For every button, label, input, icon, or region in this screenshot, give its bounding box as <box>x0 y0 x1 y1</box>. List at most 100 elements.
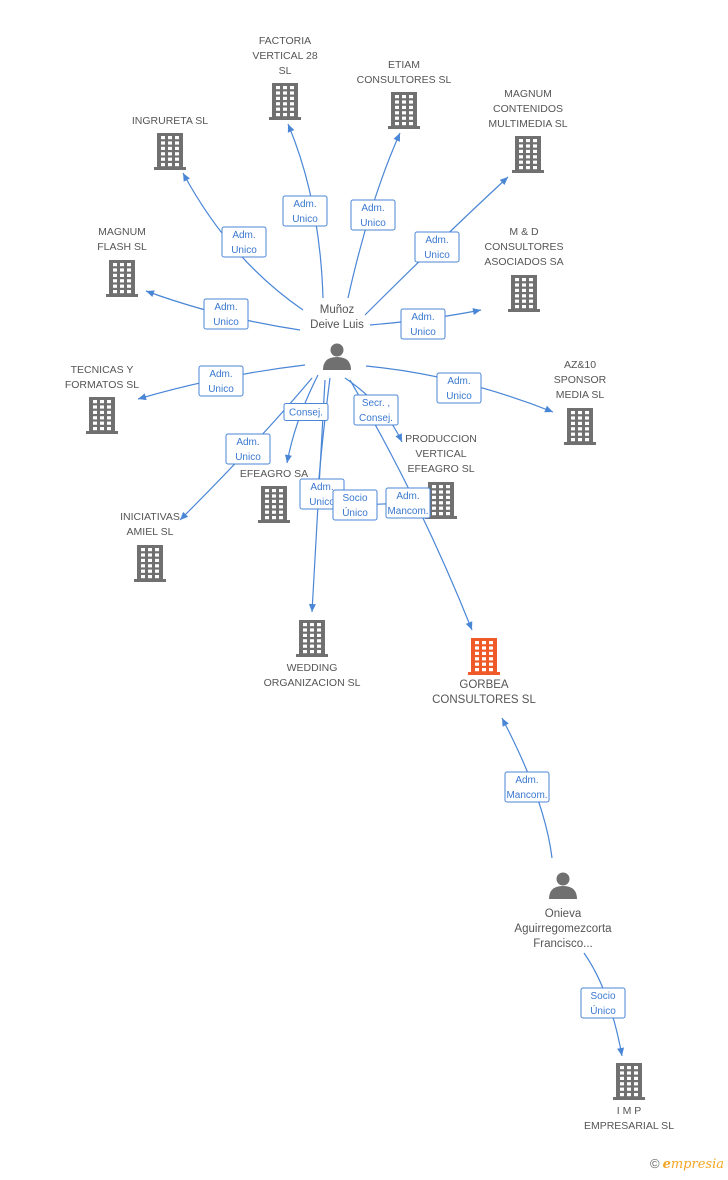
node-label-line: CONSULTORES <box>485 241 564 253</box>
edge-label-text: Adm. <box>236 437 259 448</box>
edge-label-box[interactable]: Adm. Unico <box>414 231 460 263</box>
node-label-line: Onieva <box>545 908 582 920</box>
edge-label-text: Adm. <box>361 203 384 214</box>
node-label-line: GORBEA <box>459 679 509 691</box>
node-label-line: CONSULTORES SL <box>432 694 536 706</box>
arrowhead-icon <box>502 718 509 727</box>
building-icon <box>296 620 328 657</box>
building-icon <box>613 1063 645 1100</box>
node-label-line: Muñoz <box>320 304 355 316</box>
company-node-c_gorbea[interactable]: GORBEA CONSULTORES SL <box>432 638 536 706</box>
node-label-line: SPONSOR <box>554 374 607 386</box>
edge-label-text: Unico <box>213 317 239 328</box>
node-label-line: VERTICAL <box>415 448 466 460</box>
edge-label-frame <box>332 489 378 521</box>
edge-label-box[interactable]: Adm.Unico <box>282 195 328 227</box>
building-icon <box>258 486 290 523</box>
edge-labels-layer: Adm.UnicoAdm.UnicoAdm.UnicoAdm.UnicoAdm.… <box>198 195 626 1019</box>
building-icon <box>468 638 500 675</box>
edge-label-box[interactable]: Adm.Mancom. <box>504 771 550 803</box>
arrowhead-icon <box>499 177 508 186</box>
edge-label-text: Único <box>342 506 368 519</box>
edge-label-text: Adm. <box>209 369 232 380</box>
edge-label-frame <box>350 199 396 231</box>
company-name: INGRURETA SL <box>132 115 208 127</box>
edge-label-box[interactable]: Adm.Unico <box>221 226 267 258</box>
arrowhead-icon <box>183 173 190 182</box>
copyright-icon: © <box>649 1156 660 1171</box>
edge-label-frame <box>504 771 550 803</box>
edge-label-text: Adm. <box>447 376 470 387</box>
edge-label-frame <box>400 308 446 340</box>
company-node-c_ingrureta[interactable]: INGRURETA SL <box>132 115 208 170</box>
edge-label-frame <box>282 195 328 227</box>
node-label-line: ETIAM <box>388 59 420 71</box>
person-name: OnievaAguirregomezcortaFrancisco... <box>514 908 612 950</box>
company-node-c_efeagro[interactable]: EFEAGRO SA <box>240 468 308 523</box>
edge-label-box[interactable]: Adm.Unico <box>198 365 244 397</box>
arrowhead-icon <box>472 308 481 315</box>
edge-label-text: Adm. <box>425 235 448 246</box>
node-label-line: MEDIA SL <box>556 389 605 401</box>
arrowhead-icon <box>180 511 189 520</box>
edge-label-text: Adm. <box>293 199 316 210</box>
node-label-line: FLASH SL <box>97 241 147 253</box>
node-label-line: INGRURETA SL <box>132 115 208 127</box>
edge-label-box[interactable]: Secr. , Consej. <box>353 394 399 426</box>
node-label-line: ASOCIADOS SA <box>484 256 563 268</box>
edge-label-box[interactable]: Consej. <box>283 403 329 421</box>
node-label-line: I M P <box>617 1105 642 1117</box>
edge-label-text: Único <box>590 1004 616 1017</box>
edge-label-box[interactable]: Adm.Unico <box>225 433 271 465</box>
edge-label-text: Consej. <box>359 413 393 424</box>
brand-initial: e <box>662 1157 671 1172</box>
node-label-line: Francisco... <box>533 938 592 950</box>
edge-label-text: Secr. , <box>362 398 390 409</box>
edge-label-text: Unico <box>424 250 450 261</box>
node-label-line: CONTENIDOS <box>493 103 563 115</box>
node-label-line: Deive Luis <box>310 319 364 331</box>
arrowhead-icon <box>544 405 553 413</box>
building-icon <box>134 545 166 582</box>
node-label-line: FACTORIA <box>259 35 311 47</box>
edge-label-frame <box>353 394 399 426</box>
node-label-line: WEDDING <box>287 662 338 674</box>
node-label-line: MAGNUM <box>504 88 552 100</box>
edge-label-text: Adm. <box>396 491 419 502</box>
edge-label-box[interactable]: Adm. Unico <box>436 372 482 404</box>
edge-label-box[interactable]: Adm. Unico <box>203 298 249 330</box>
edge-label-text: Unico <box>446 391 472 402</box>
edge-label-text: Adm. <box>214 302 237 313</box>
arrowhead-icon <box>287 124 295 133</box>
person-node-p2[interactable]: OnievaAguirregomezcortaFrancisco... <box>514 872 612 951</box>
edge-label-box[interactable]: Adm.Mancom. <box>385 487 431 519</box>
edge-label-frame <box>385 487 431 519</box>
edge-label-box[interactable]: Adm.Unico <box>400 308 446 340</box>
edge-label-box[interactable]: Adm.Unico <box>350 199 396 231</box>
edge-label-frame <box>221 226 267 258</box>
footer-brand: ©empresia <box>650 1156 724 1172</box>
node-label-line: TECNICAS Y <box>71 364 134 376</box>
arrowhead-icon <box>308 603 316 612</box>
